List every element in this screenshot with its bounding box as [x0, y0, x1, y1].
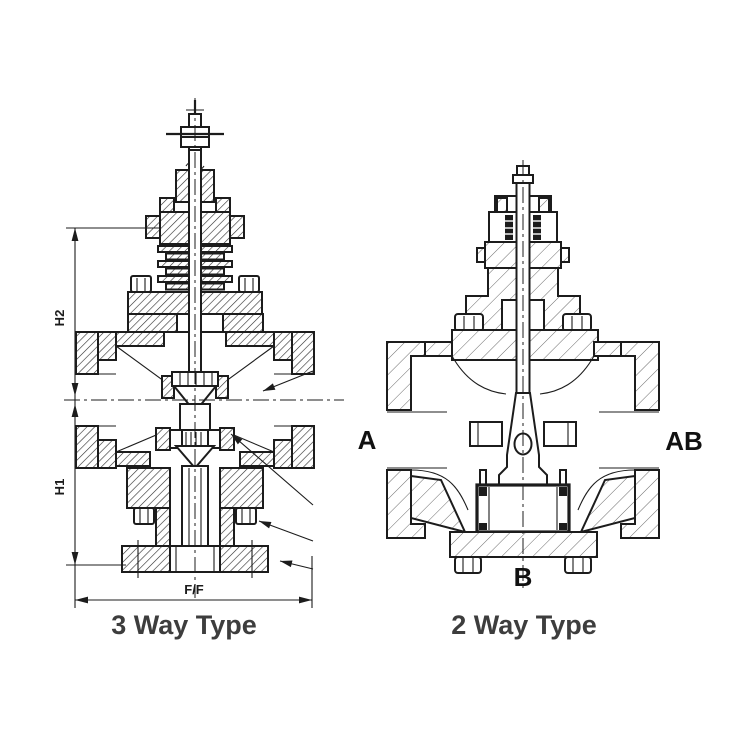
cover-bolt	[564, 556, 592, 574]
valve-body	[386, 341, 660, 539]
seat-ring	[543, 421, 577, 447]
cover-bolt	[133, 507, 155, 525]
bottom-assembly	[121, 465, 269, 578]
dim-label-h2: H2	[52, 310, 67, 327]
bottom-flange	[219, 545, 269, 573]
cover-bolt	[235, 507, 257, 525]
cover-flange	[126, 467, 171, 509]
dim-label-h1: H1	[52, 479, 67, 496]
caption-2-way-type: 2 Way Type	[451, 610, 597, 640]
left-flange	[75, 331, 99, 375]
bonnet-bolt	[130, 275, 152, 293]
seat-ring	[219, 427, 235, 451]
bonnet-nut	[454, 313, 484, 332]
caption-3-way-type: 3 Way Type	[111, 610, 257, 640]
right-flange	[291, 331, 315, 375]
cover-bolt	[454, 556, 482, 574]
seat-ring	[155, 427, 171, 451]
cover-flange	[219, 467, 264, 509]
dimension-lines	[66, 227, 313, 608]
valve-body	[75, 331, 315, 469]
right-flange	[291, 425, 315, 469]
bonnet-nut	[562, 313, 592, 332]
dim-label-ff: F/F	[184, 582, 204, 597]
leader-arrows	[230, 370, 314, 570]
bonnet-bolt	[238, 275, 260, 293]
three-way-valve-drawing: H2 H1 F/F 3 Way Type	[52, 98, 344, 640]
port-label-b: B	[514, 562, 533, 592]
two-way-valve-drawing: A AB B 2 Way Type	[358, 160, 703, 640]
port-label-a: A	[358, 425, 377, 455]
seat-ring	[469, 421, 503, 447]
port-label-ab: AB	[665, 426, 703, 456]
bottom-flange	[121, 545, 171, 573]
right-flange	[620, 341, 660, 411]
left-flange	[386, 341, 426, 411]
left-flange	[75, 425, 99, 469]
